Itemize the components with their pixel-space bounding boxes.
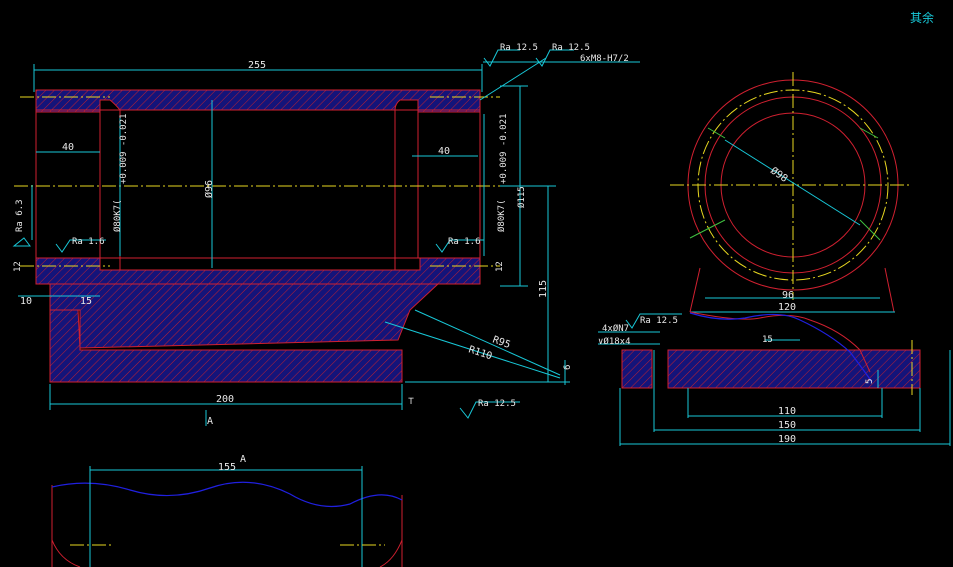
- title-corner: 其余: [910, 10, 934, 25]
- radius-r110: R110: [467, 344, 493, 362]
- view-a-label: A: [240, 454, 246, 465]
- side-view: Ø98 96 120 4xØN7 ∨Ø18x4 Ra 12.5 15 5 110…: [598, 72, 951, 446]
- side-holes-1: 4xØN7: [602, 323, 629, 334]
- base-length: 200: [216, 394, 234, 405]
- thread-note: 6xM8-H7/2: [580, 54, 629, 64]
- right-seat-depth: 40: [438, 146, 450, 157]
- dim-10: 10: [20, 296, 32, 307]
- top-wall-section: [35, 89, 481, 113]
- radius-r95: R95: [491, 334, 512, 351]
- side-dim-120: 120: [778, 302, 796, 313]
- roughness-left-bore: Ra 1.6: [72, 237, 105, 247]
- left-seat-depth: 40: [62, 142, 74, 153]
- roughness-top-1: Ra 12.5: [500, 43, 538, 53]
- flange-right: 12: [495, 261, 505, 272]
- section-label: A: [207, 416, 213, 427]
- roughness-right-bore: Ra 1.6: [448, 237, 481, 247]
- roughness-bottom: Ra 12.5: [478, 399, 516, 409]
- bottom-wall-section: [35, 257, 481, 285]
- side-circle-dia: Ø98: [768, 165, 790, 185]
- bore-outline: [35, 109, 481, 259]
- side-dim-15: 15: [762, 335, 773, 345]
- bore-right-tol: +0.009 -0.021: [499, 114, 509, 184]
- side-holes-2: ∨Ø18x4: [598, 336, 631, 347]
- roughness-side: Ra 12.5: [640, 316, 678, 326]
- height: 115: [538, 280, 549, 298]
- side-dim-190: 190: [778, 434, 796, 445]
- bore-left: Ø80K7(: [112, 199, 123, 232]
- bore-right: Ø80K7(: [496, 199, 507, 232]
- bore-left-tol: +0.009 -0.021: [119, 114, 129, 184]
- view-a-wavy-edge: [51, 481, 403, 508]
- bore-center: Ø96: [203, 180, 215, 198]
- roughness-left-vertical: Ra 6.3: [15, 199, 25, 232]
- side-base-section: [621, 349, 921, 389]
- dim-15: 15: [80, 296, 92, 307]
- datum-symbol: ⊤: [408, 396, 414, 407]
- side-dim-5: 5: [865, 379, 875, 384]
- overall-length: 255: [248, 60, 266, 71]
- front-view: 255 6xM8-H7/2 Ra 12.5 Ra 12.5 40 40 Ø80K…: [12, 43, 682, 427]
- roughness-top-2: Ra 12.5: [552, 43, 590, 53]
- side-dim-110: 110: [778, 406, 796, 417]
- base-section: [49, 283, 440, 383]
- side-wavy-edge: [689, 312, 873, 383]
- view-a-dim-155: 155: [218, 462, 236, 473]
- outer-diameter: Ø115: [516, 186, 527, 208]
- view-a: A 155: [51, 454, 403, 567]
- flange-left: 12: [13, 261, 23, 272]
- dim-6: 6: [563, 365, 573, 370]
- side-dim-150: 150: [778, 420, 796, 431]
- side-dim-96: 96: [782, 290, 794, 301]
